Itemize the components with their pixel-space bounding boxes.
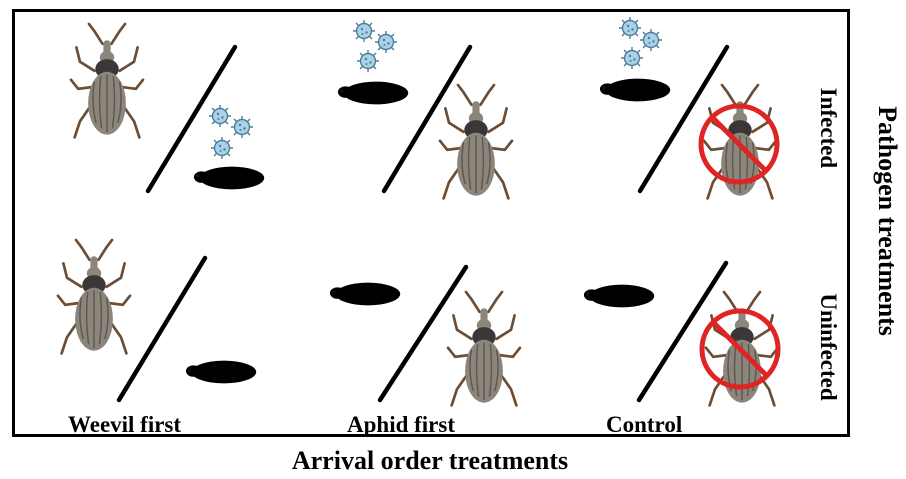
weevil-icon bbox=[440, 85, 512, 198]
divider-line bbox=[119, 258, 205, 400]
column-label-aphid-first: Aphid first bbox=[347, 412, 455, 438]
infected-aphid-icon bbox=[125, 112, 277, 222]
row-label-uninfected: Uninfected bbox=[815, 282, 841, 412]
infected-aphid-icon bbox=[270, 26, 422, 136]
column-label-weevil-first: Weevil first bbox=[68, 412, 181, 438]
weevil-icon bbox=[58, 240, 130, 353]
x-axis-title: Arrival order treatments bbox=[0, 446, 860, 476]
virus-icon bbox=[619, 17, 641, 39]
virus-icon bbox=[621, 47, 643, 69]
y-axis-title: Pathogen treatments bbox=[872, 106, 902, 336]
virus-icon bbox=[353, 20, 375, 42]
column-label-control: Control bbox=[606, 412, 682, 438]
virus-icon bbox=[211, 137, 233, 159]
uninfected-aphid-icon bbox=[262, 228, 414, 338]
virus-icon bbox=[209, 105, 231, 127]
weevil-icon bbox=[448, 292, 520, 405]
virus-icon bbox=[375, 31, 397, 53]
weevil-icon bbox=[71, 24, 143, 137]
row-label-infected: Infected bbox=[815, 73, 841, 183]
virus-icon bbox=[231, 116, 253, 138]
virus-icon bbox=[640, 29, 662, 51]
divider-line bbox=[639, 263, 726, 400]
virus-icon bbox=[357, 50, 379, 72]
uninfected-aphid-icon bbox=[516, 230, 668, 340]
